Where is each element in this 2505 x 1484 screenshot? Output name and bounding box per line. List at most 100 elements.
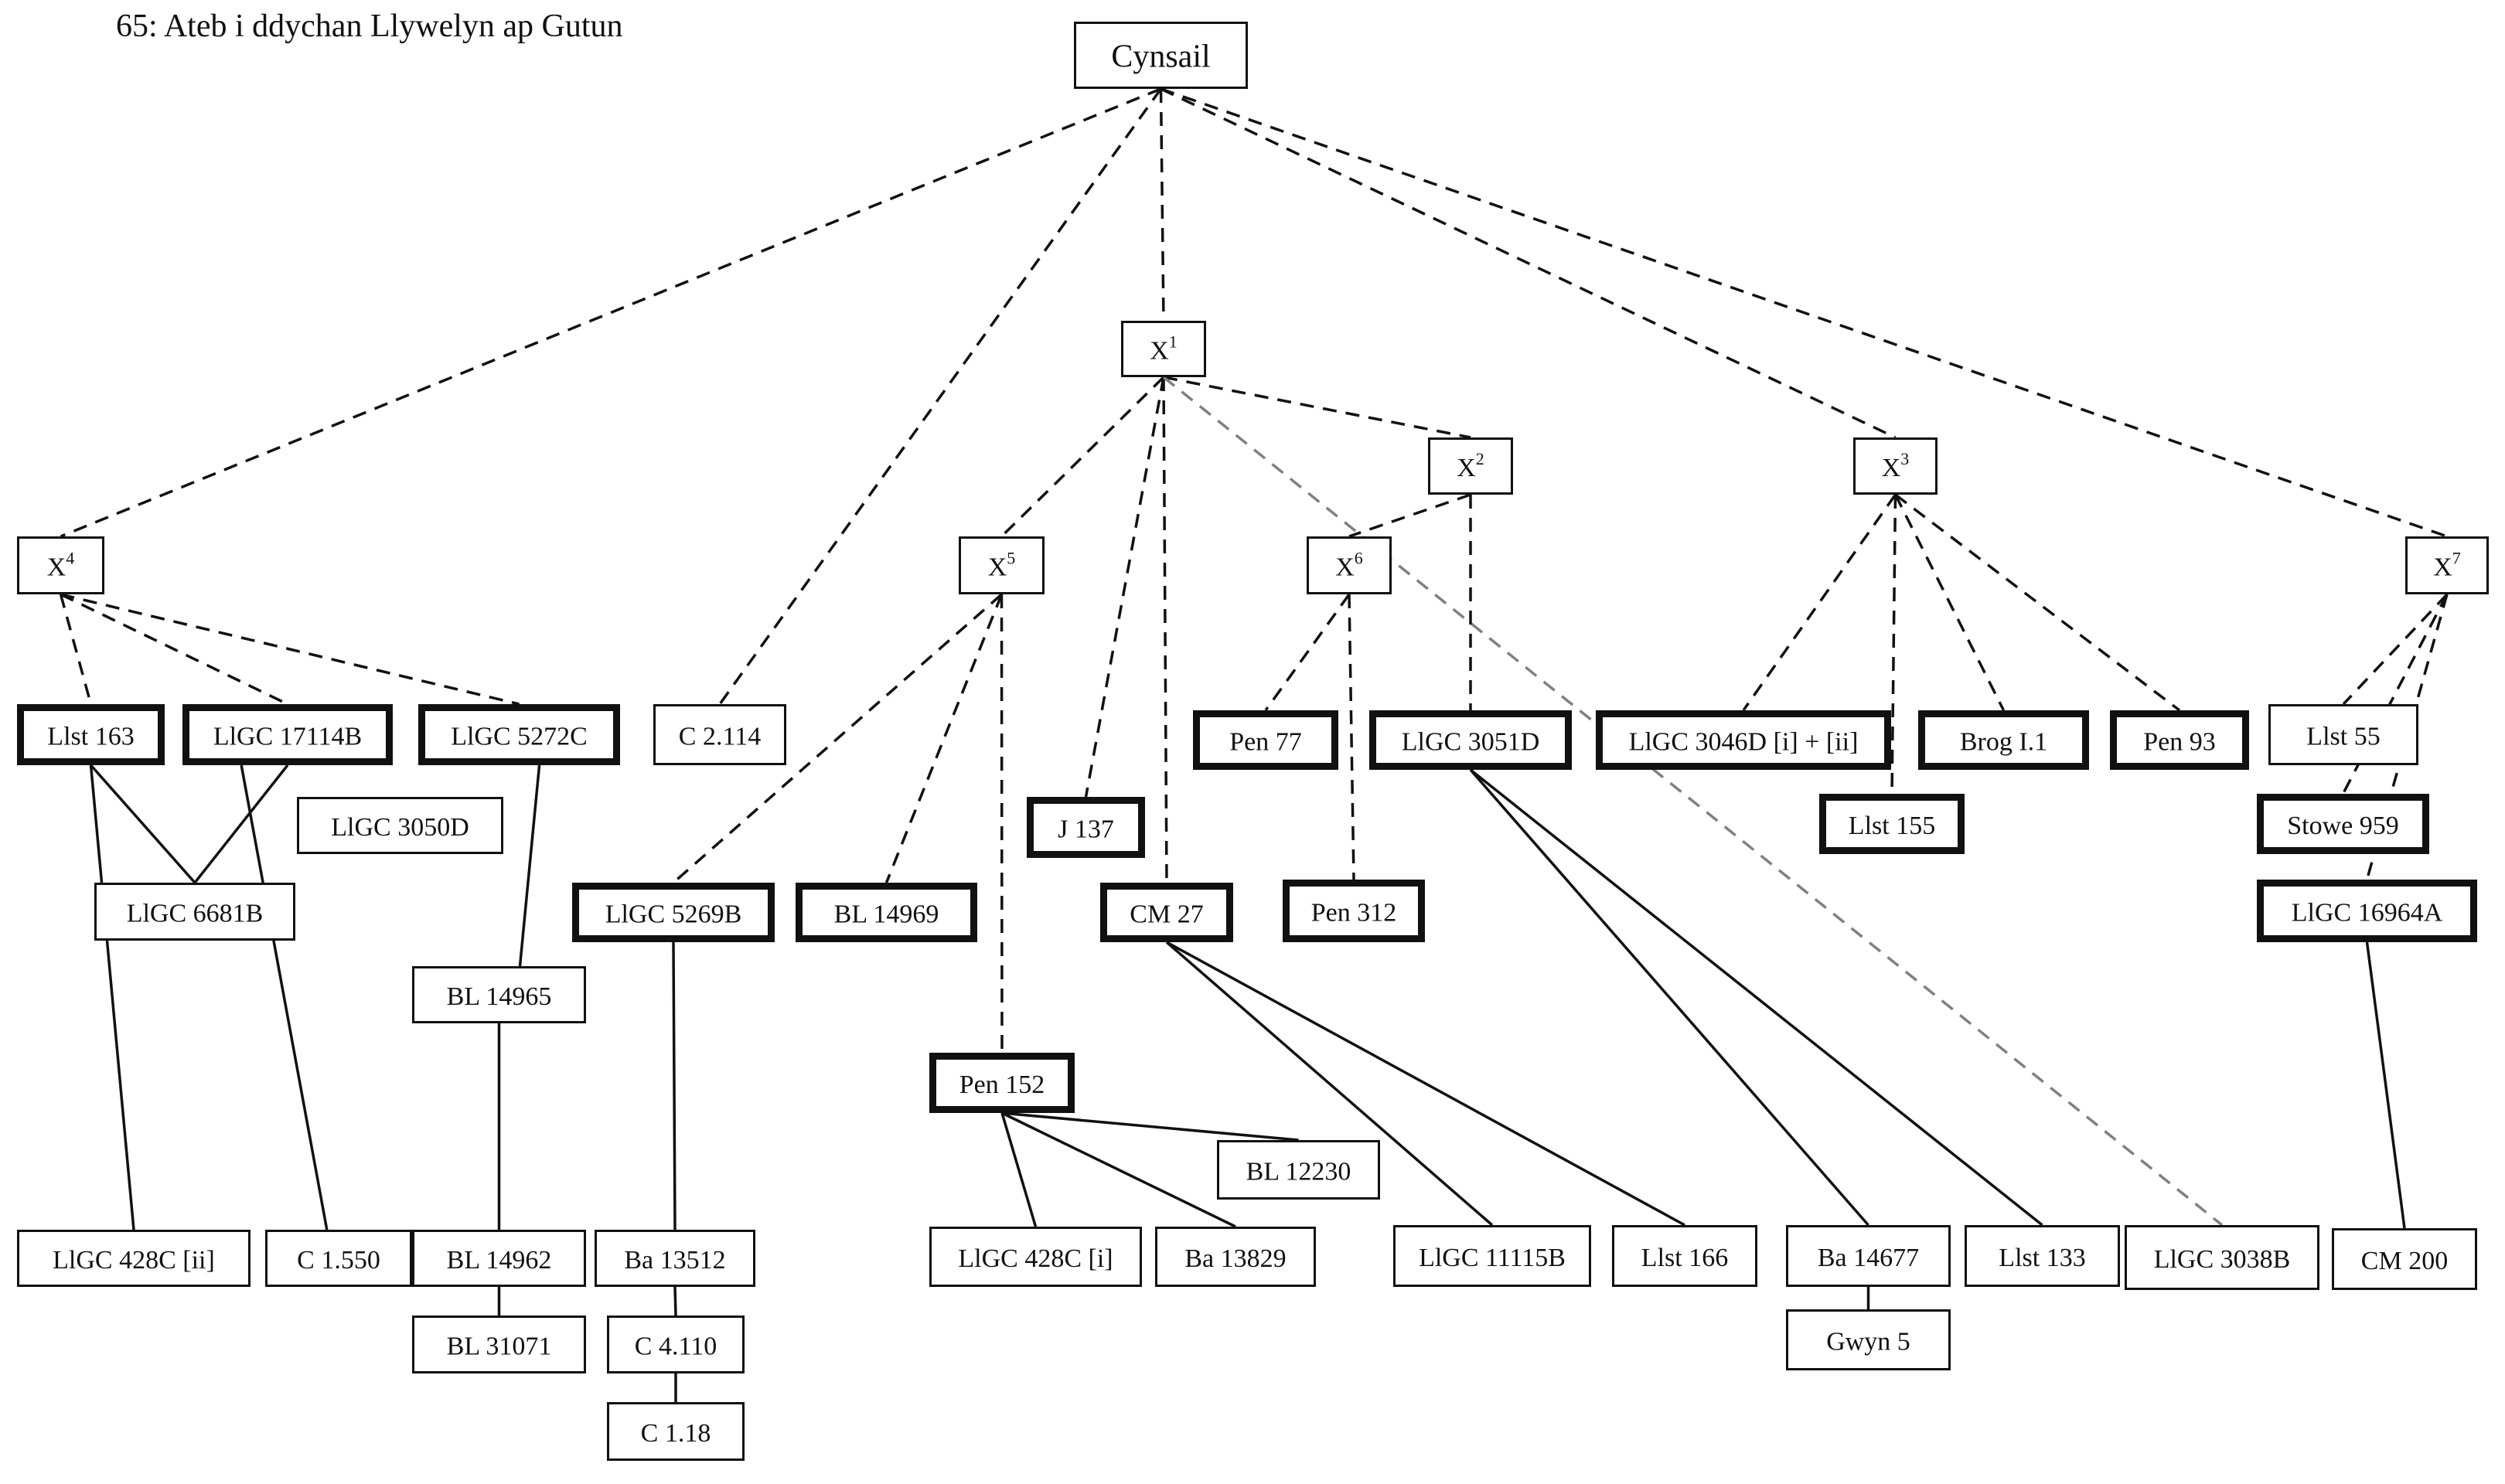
edge-cynsail-to-x1 [1159, 88, 1165, 322]
node-box [1612, 1225, 1757, 1287]
edge-cynsail-to-c2114 [718, 87, 1162, 706]
node-llgc428ci: LlGC 428C [i] [929, 1227, 1142, 1287]
node-box [2405, 536, 2489, 594]
node-box [607, 1402, 745, 1461]
edge-x4-to-llst163 [59, 594, 93, 705]
edge-llgc17114b-to-llgc6681b [193, 764, 289, 884]
node-box [418, 704, 620, 765]
node-label: Brog I.1 [1960, 727, 2047, 756]
node-box [2257, 880, 2477, 942]
node-box [1100, 883, 1233, 942]
node-cm27: CM 27 [1100, 883, 1233, 942]
node-label: LlGC 3046D [i] + [ii] [1629, 727, 1859, 756]
node-box [412, 1230, 586, 1287]
node-pen152: Pen 152 [929, 1053, 1075, 1113]
node-box [17, 536, 104, 594]
node-box [1965, 1225, 2120, 1287]
node-box [1193, 710, 1338, 770]
node-bl14969: BL 14969 [796, 883, 977, 942]
node-label: Pen 93 [2143, 727, 2216, 756]
node-box [929, 1053, 1075, 1113]
edge-llgc5272c-to-bl14965 [518, 764, 541, 967]
node-label: X6 [1335, 548, 1363, 581]
edge-llst163-to-llgc6681b [90, 764, 196, 884]
node-cm200: CM 200 [2332, 1228, 2477, 1290]
node-label: Ba 13829 [1184, 1244, 1286, 1273]
node-j137: J 137 [1027, 797, 1145, 858]
node-llgc11115b: LlGC 11115B [1393, 1225, 1591, 1287]
node-label: BL 14969 [834, 900, 939, 928]
node-pen93: Pen 93 [2110, 710, 2249, 770]
node-x6: X6 [1307, 536, 1392, 594]
node-label: X1 [1150, 332, 1178, 365]
node-label: Llst 163 [47, 722, 134, 751]
edge-cynsail-to-x7 [1160, 87, 2448, 538]
node-box [595, 1230, 755, 1287]
node-label: C 1.18 [641, 1419, 711, 1448]
node-label: LlGC 6681B [127, 899, 264, 928]
node-label: LlGC 5272C [451, 722, 588, 751]
node-box [2332, 1228, 2477, 1290]
node-ba13512: Ba 13512 [595, 1230, 755, 1287]
node-x1: X1 [1121, 321, 1206, 377]
edge-x1-to-x2 [1163, 376, 1471, 439]
node-label: C 2.114 [679, 722, 761, 751]
node-box [17, 1230, 250, 1287]
node-box [1283, 880, 1425, 942]
edge-x1-to-cm27 [1162, 376, 1168, 883]
node-label: LlGC 428C [i] [958, 1244, 1113, 1273]
node-c4110: C 4.110 [607, 1316, 745, 1373]
node-llgc16964a: LlGC 16964A [2257, 880, 2477, 942]
node-bl14965: BL 14965 [412, 966, 586, 1023]
node-label: Stowe 959 [2287, 812, 2399, 840]
node-x3: X3 [1853, 437, 1938, 495]
node-box [1786, 1309, 1951, 1370]
node-label: X7 [2433, 548, 2461, 581]
edge-x5-to-pen152 [1000, 594, 1004, 1053]
edge-x7-to-llst55 [2342, 593, 2449, 706]
node-box [1428, 437, 1513, 495]
node-box [653, 704, 786, 765]
node-label: X3 [1882, 449, 1910, 482]
node-c118: C 1.18 [607, 1402, 745, 1461]
node-label: BL 31071 [447, 1332, 552, 1360]
node-box [94, 883, 295, 941]
node-label: CM 200 [2361, 1247, 2448, 1275]
edge-x3-to-llgc3046d [1742, 493, 1897, 712]
edge-llgc17114b-to-c1550 [240, 764, 329, 1230]
node-label: LlGC 5269B [605, 900, 742, 928]
node-box [607, 1316, 745, 1373]
node-x2: X2 [1428, 437, 1513, 495]
edge-llgc5269b-to-ba13512 [672, 941, 677, 1230]
edge-cm27-to-llgc11115b [1165, 941, 1494, 1227]
node-box [2125, 1225, 2319, 1290]
node-label: LlGC 3050D [331, 813, 469, 842]
node-box [959, 536, 1045, 594]
node-label: LlGC 3038B [2154, 1245, 2291, 1274]
node-label: Llst 166 [1641, 1244, 1728, 1272]
node-label: J 137 [1058, 815, 1114, 843]
node-label: X4 [47, 548, 75, 581]
node-box [2257, 794, 2429, 854]
node-box [1217, 1140, 1380, 1200]
node-box [2268, 704, 2418, 765]
edge-llgc3051d-to-llst133 [1469, 768, 2043, 1227]
node-label: LlGC 16964A [2292, 898, 2443, 927]
node-c1550: C 1.550 [265, 1230, 412, 1287]
node-llgc17114b: LlGC 17114B [182, 704, 393, 765]
node-label: X2 [1457, 449, 1484, 482]
node-x7: X7 [2405, 536, 2489, 594]
node-llst166: Llst 166 [1612, 1225, 1757, 1287]
node-box [929, 1227, 1142, 1287]
node-label: Llst 133 [1999, 1244, 2085, 1272]
edge-x3-to-pen93 [1894, 493, 2181, 712]
node-bl31071: BL 31071 [412, 1316, 586, 1373]
node-label: X5 [988, 548, 1016, 581]
node-ba13829: Ba 13829 [1155, 1227, 1316, 1287]
node-pen77: Pen 77 [1193, 710, 1338, 770]
node-label: C 4.110 [635, 1332, 717, 1360]
node-llgc5272c: LlGC 5272C [418, 704, 620, 765]
node-box [412, 1316, 586, 1373]
